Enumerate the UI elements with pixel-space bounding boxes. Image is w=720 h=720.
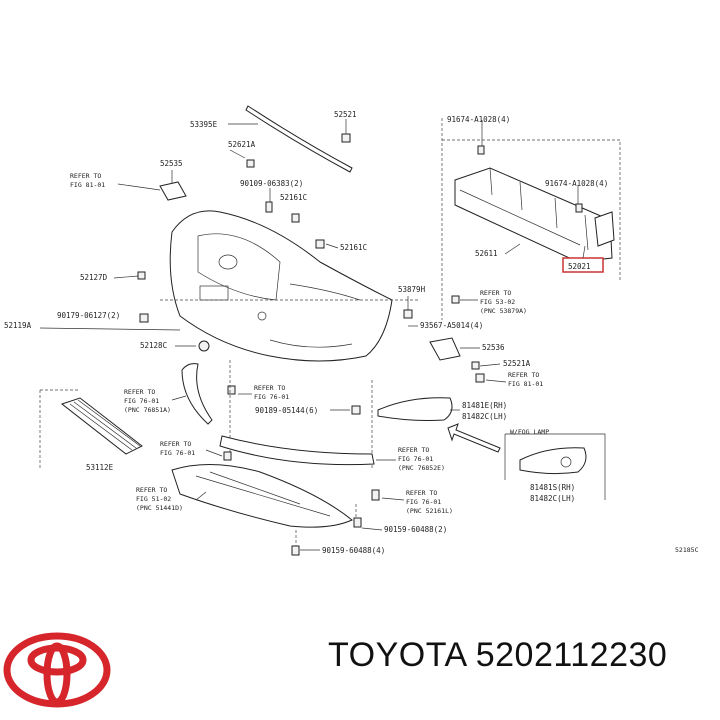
label-90159a: 90159-60488(2) <box>384 525 447 534</box>
front-bumper-cover-part <box>169 210 393 362</box>
bolt-icon <box>291 545 300 556</box>
ref-5b: FIG 76-01 <box>254 393 289 401</box>
bumper-reinforcement-part <box>454 167 615 263</box>
brand-and-part-number: TOYOTA 5202112230 <box>328 636 667 675</box>
label-52521: 52521 <box>334 110 357 119</box>
label-53395e: 53395E <box>190 120 218 129</box>
fog-cover-part <box>377 397 453 421</box>
clip-icon <box>315 239 325 249</box>
fog-lamp-cover-part <box>519 447 587 475</box>
label-81481e: 81481E(RH) <box>462 401 507 410</box>
label-93567: 93567-A5014(4) <box>420 321 483 330</box>
label-53879h: 53879H <box>398 285 426 294</box>
side-bracket-rh-part <box>429 337 461 361</box>
clip-icon <box>223 451 232 461</box>
ref-2a: REFER TO <box>480 289 511 297</box>
nut-icon <box>139 313 149 323</box>
cap-icon <box>198 340 210 352</box>
clip-icon <box>246 159 255 168</box>
label-52621a-top: 52621A <box>228 140 256 149</box>
bolt-icon <box>353 517 362 528</box>
ref-7c: (PNC 76852E) <box>398 464 445 472</box>
upper-strip-part <box>245 105 353 173</box>
label-52161c-a: 52161C <box>280 193 307 202</box>
brand-name: TOYOTA <box>328 636 466 674</box>
ref-6b: FIG 76-01 <box>160 449 195 457</box>
label-90159b: 90159-60488(4) <box>322 546 385 555</box>
label-52161c-b: 52161C <box>340 243 367 252</box>
bolt-icon <box>371 489 380 501</box>
ref-8a: REFER TO <box>136 486 167 494</box>
ref-9a: REFER TO <box>406 489 437 497</box>
label-52127d: 52127D <box>80 273 108 282</box>
label-91674-b: 91674-A1028(4) <box>545 179 608 188</box>
ref-5a: REFER TO <box>254 384 285 392</box>
label-91674-a: 91674-A1028(4) <box>447 115 510 124</box>
label-52611: 52611 <box>475 249 498 258</box>
ref-4b: FIG 76-01 <box>124 397 159 405</box>
bolt-icon <box>477 145 485 155</box>
label-52535: 52535 <box>160 159 183 168</box>
ref-8b: FIG 51-02 <box>136 495 171 503</box>
ref-3b: FIG 81-01 <box>508 380 543 388</box>
label-52536: 52536 <box>482 343 505 352</box>
clip-icon <box>451 295 460 304</box>
side-bracket-part <box>159 181 187 201</box>
part-number: 5202112230 <box>475 636 668 674</box>
ref-4c: (PNC 76851A) <box>124 406 171 414</box>
ref-2b: FIG 53-02 <box>480 298 515 306</box>
clip-icon <box>403 309 413 319</box>
arrow-icon <box>447 423 501 453</box>
label-52128c: 52128C <box>140 341 167 350</box>
ref-4a: REFER TO <box>124 388 155 396</box>
ref-1b: FIG 81-01 <box>70 181 105 189</box>
ref-6a: REFER TO <box>160 440 191 448</box>
clip-icon <box>227 385 236 395</box>
ref-9c: (PNC 52161L) <box>406 507 453 515</box>
label-53112e: 53112E <box>86 463 114 472</box>
ref-2c: (PNC 53879A) <box>480 307 527 315</box>
lower-molding-part <box>181 363 213 425</box>
lower-grille-part <box>60 397 143 455</box>
ref-8c: (PNC 51441D) <box>136 504 183 512</box>
label-90189: 90189-05144(6) <box>255 406 318 415</box>
nut-icon <box>351 405 361 415</box>
ref-7a: REFER TO <box>398 446 429 454</box>
label-52119a: 52119A <box>4 321 32 330</box>
label-81482c2: 81482C(LH) <box>530 494 575 503</box>
toyota-logo <box>3 632 111 708</box>
clip-icon <box>471 361 480 370</box>
lower-absorber-part <box>219 435 375 466</box>
label-52521a: 52521A <box>503 359 531 368</box>
label-52021: 52021 <box>568 262 591 271</box>
diagram-code: 52185C <box>675 546 699 554</box>
ref-9b: FIG 76-01 <box>406 498 441 506</box>
clip-icon <box>137 271 146 280</box>
ref-7b: FIG 76-01 <box>398 455 433 463</box>
ref-1a: REFER TO <box>70 172 101 180</box>
ref-3a: REFER TO <box>508 371 539 379</box>
bolt-icon <box>265 201 273 213</box>
label-90179: 90179-06127(2) <box>57 311 120 320</box>
label-wfog: W/FOG LAMP <box>510 428 549 436</box>
label-81481s: 81481S(RH) <box>530 483 575 492</box>
label-90109: 90109-06383(2) <box>240 179 303 188</box>
label-81482c: 81482C(LH) <box>462 412 507 421</box>
clip-icon <box>341 133 351 143</box>
bolt-icon <box>575 203 583 213</box>
clip-icon <box>475 373 485 383</box>
clip-icon <box>291 213 300 223</box>
